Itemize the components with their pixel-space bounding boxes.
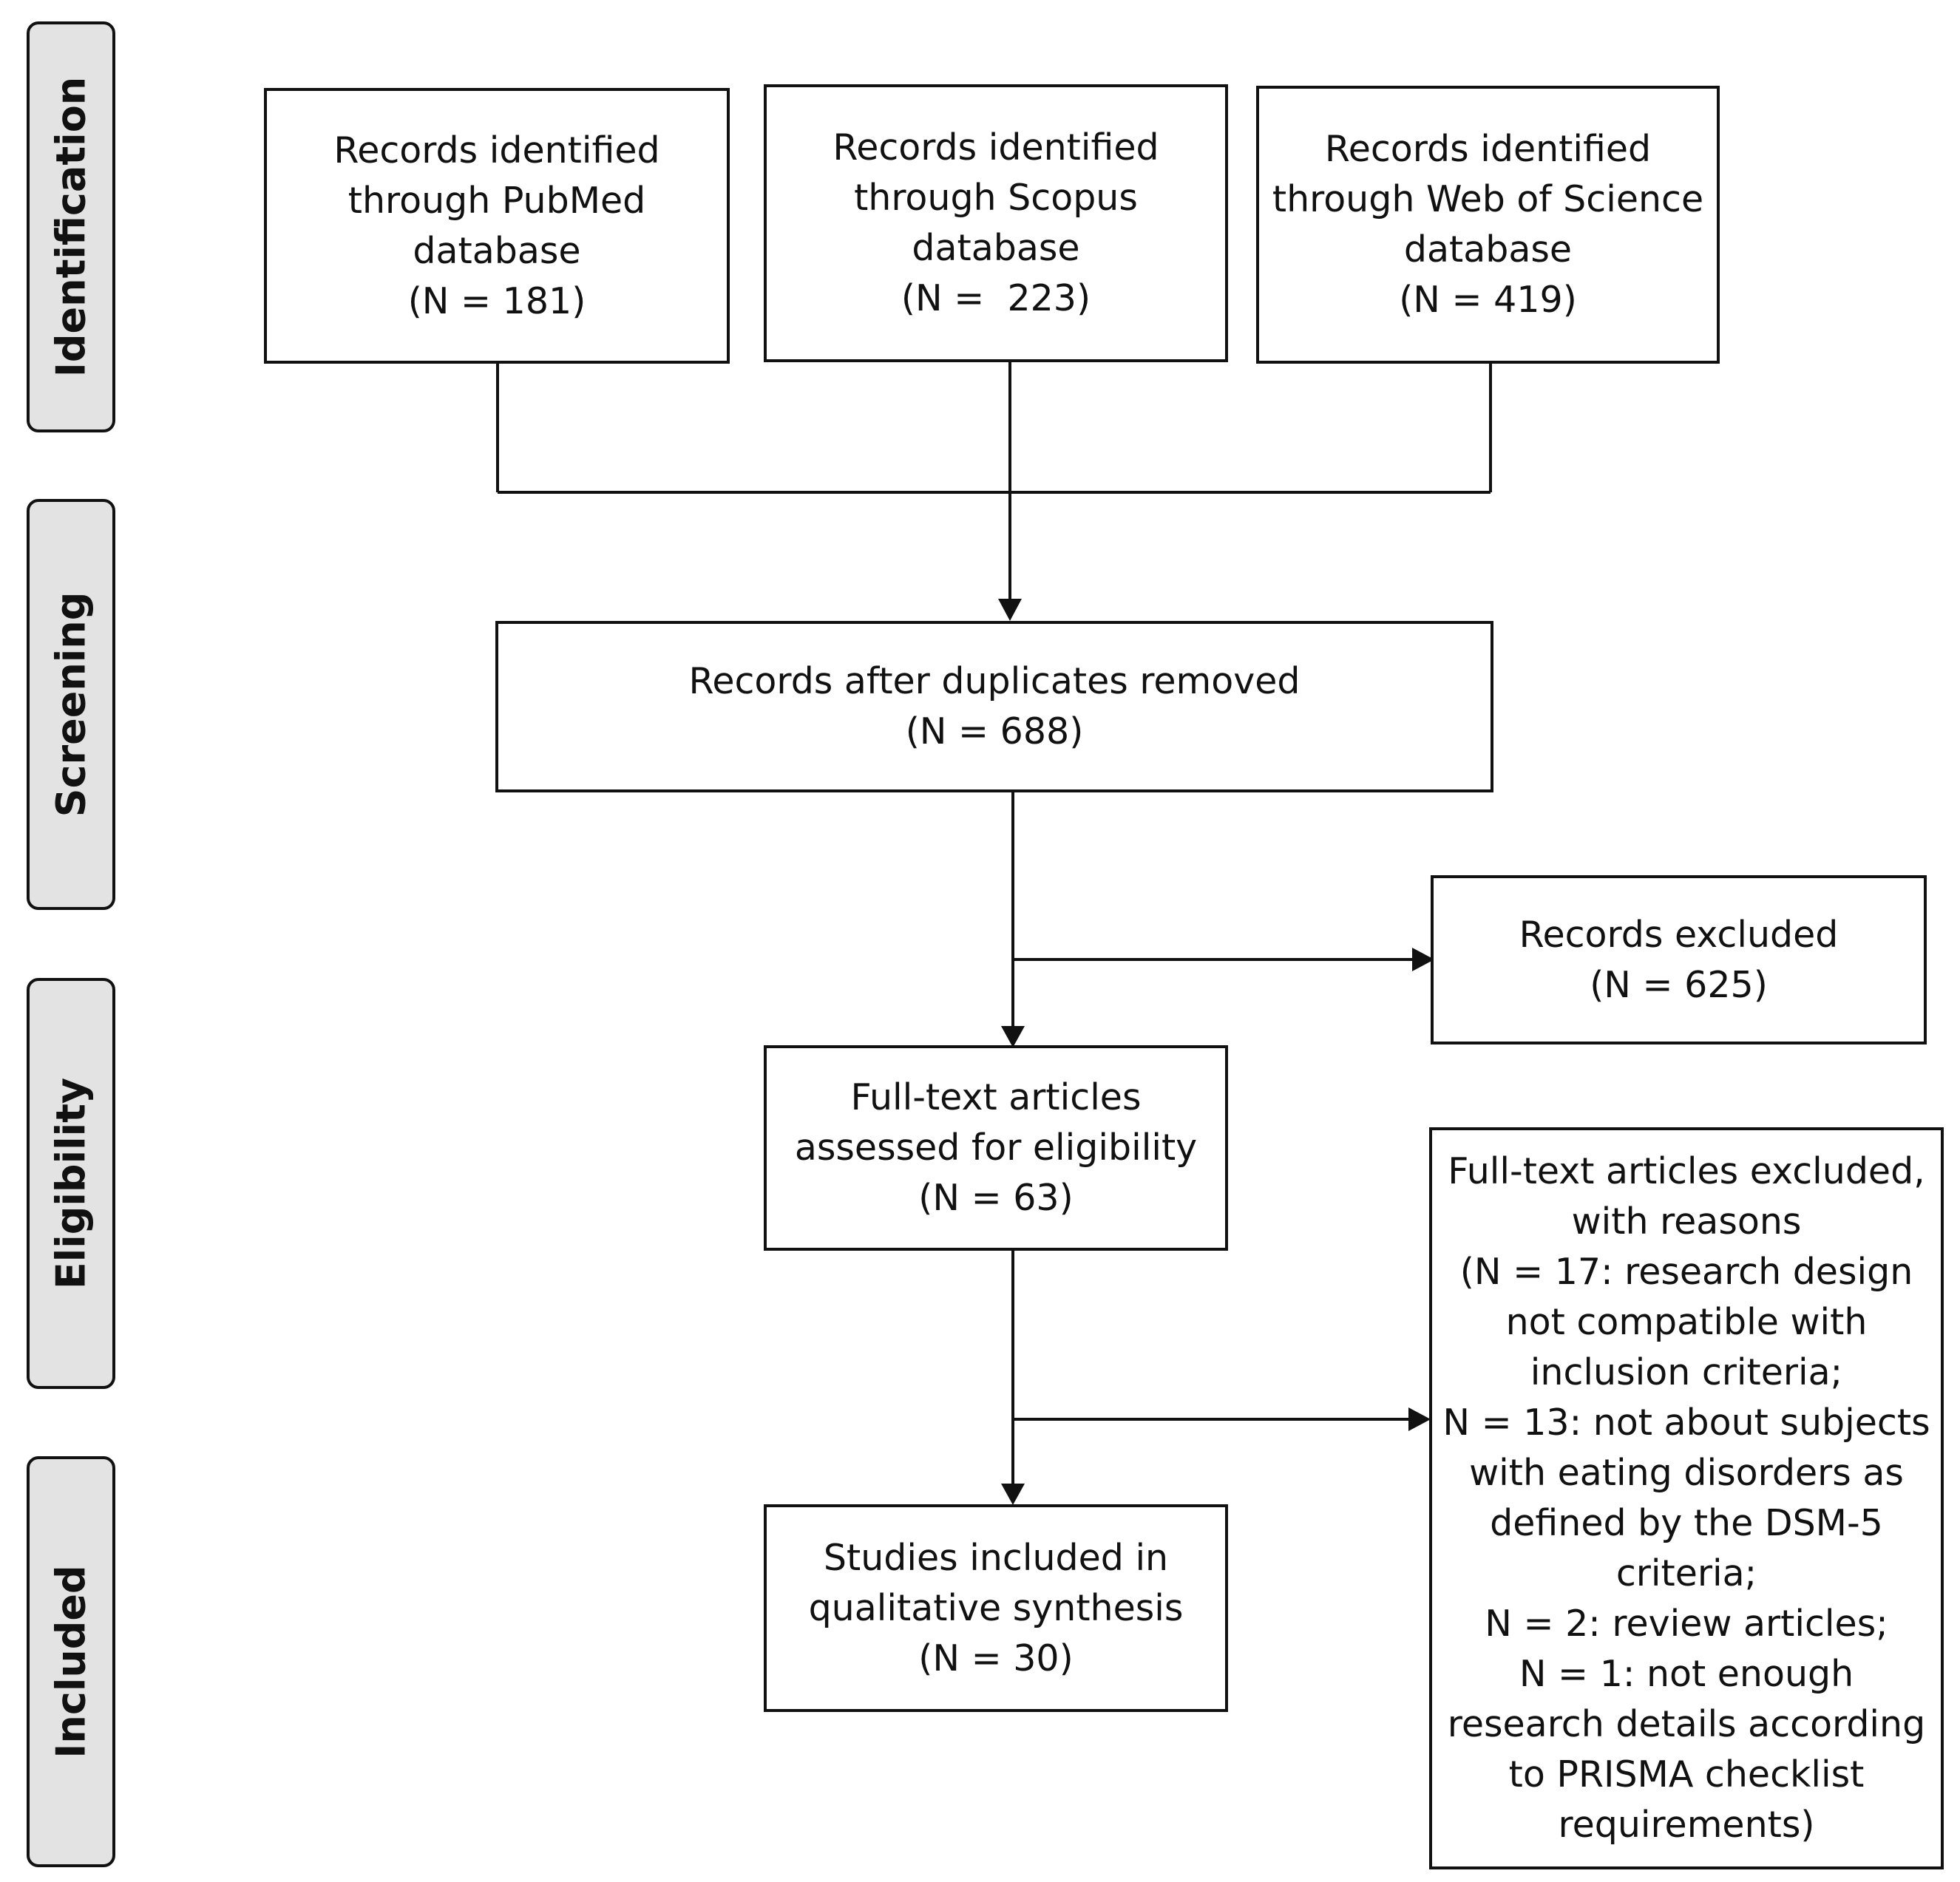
box-text-line: (N = 17: research design: [1459, 1251, 1913, 1293]
box-records-after-duplicates: Records after duplicates removed (N = 68…: [495, 621, 1493, 792]
box-text-line: Records identified: [1324, 128, 1652, 170]
box-text-line: to PRISMA checklist: [1508, 1753, 1865, 1796]
box-text-line: Full-text articles excluded,: [1448, 1150, 1925, 1192]
stage-identification-label: Identification: [47, 76, 95, 378]
box-count: (N = 625): [1590, 963, 1768, 1006]
box-text-line: Records identified: [833, 126, 1159, 169]
box-text-line: N = 13: not about subjects: [1442, 1402, 1930, 1444]
box-text-line: not compatible with: [1505, 1301, 1868, 1343]
box-text-line: defined by the DSM-5: [1490, 1502, 1883, 1544]
box-full-text-assessed: Full-text articles assessed for eligibil…: [764, 1045, 1228, 1251]
box-text-line: criteria;: [1615, 1552, 1757, 1594]
box-scopus-records: Records identified through Scopus databa…: [764, 84, 1228, 362]
box-count: (N = 223): [901, 277, 1091, 319]
stage-eligibility: Eligibility: [27, 978, 115, 1389]
box-pubmed-records: Records identified through PubMed databa…: [264, 88, 730, 364]
arrowhead-to-included: [1001, 1484, 1025, 1505]
box-text-line: Studies included in: [823, 1536, 1169, 1579]
box-text-line: through PubMed: [347, 179, 646, 222]
box-text-line: through Web of Science: [1272, 178, 1704, 220]
box-count: (N = 30): [918, 1637, 1074, 1679]
stage-screening-label: Screening: [47, 591, 95, 818]
stage-eligibility-label: Eligibility: [47, 1077, 95, 1290]
box-web-of-science-records: Records identified through Web of Scienc…: [1256, 86, 1720, 364]
box-text-line: database: [912, 227, 1080, 269]
stage-screening: Screening: [27, 499, 115, 910]
box-text-line: Records identified: [333, 129, 660, 171]
box-text-line: through Scopus: [854, 177, 1138, 219]
box-count: (N = 63): [918, 1177, 1074, 1219]
box-text-line: research details according: [1447, 1703, 1926, 1745]
stage-included-label: Included: [47, 1565, 95, 1759]
arrowhead-to-fulltext-excluded: [1408, 1407, 1431, 1431]
box-text-line: database: [413, 229, 581, 272]
stage-included: Included: [27, 1456, 115, 1867]
box-text-line: with eating disorders as: [1469, 1452, 1904, 1494]
box-text-line: assessed for eligibility: [794, 1127, 1198, 1169]
box-count: (N = 688): [905, 710, 1084, 753]
box-text-line: inclusion criteria;: [1530, 1351, 1843, 1393]
box-text-line: Records excluded: [1519, 913, 1839, 956]
box-count: (N = 419): [1399, 279, 1577, 321]
box-text-line: Full-text articles: [850, 1076, 1142, 1118]
box-full-text-excluded: Full-text articles excluded, with reason…: [1429, 1127, 1944, 1869]
box-text-line: Records after duplicates removed: [688, 660, 1301, 702]
arrowhead-to-duplicates: [998, 599, 1022, 621]
box-studies-included: Studies included in qualitative synthesi…: [764, 1504, 1228, 1712]
box-records-excluded: Records excluded (N = 625): [1431, 875, 1927, 1044]
box-count: (N = 181): [407, 279, 586, 322]
arrowhead-to-records-excluded: [1412, 948, 1434, 971]
box-text-line: N = 1: not enough: [1519, 1653, 1854, 1695]
arrowhead-to-fulltext: [1001, 1026, 1025, 1047]
stage-identification: Identification: [27, 21, 115, 432]
box-text-line: N = 2: review articles;: [1485, 1603, 1888, 1645]
box-text-line: database: [1403, 228, 1573, 271]
box-text-line: requirements): [1558, 1804, 1815, 1846]
box-text-line: with reasons: [1571, 1200, 1802, 1243]
box-text-line: qualitative synthesis: [808, 1586, 1184, 1629]
